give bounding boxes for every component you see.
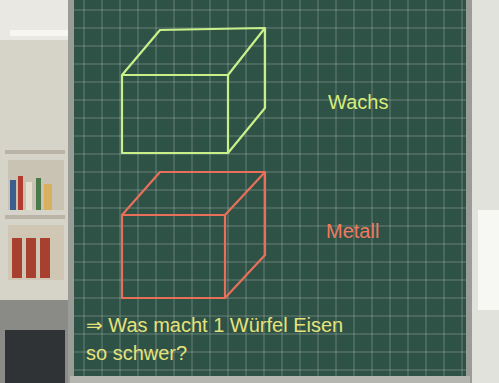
material-label: Metall [326,217,379,245]
question-note: ⇒ Was macht 1 Würfel Eisen so schwer? [86,311,361,367]
metal-cube [122,172,265,298]
wax-cube [122,28,265,153]
material-label: Wachs [328,88,388,116]
